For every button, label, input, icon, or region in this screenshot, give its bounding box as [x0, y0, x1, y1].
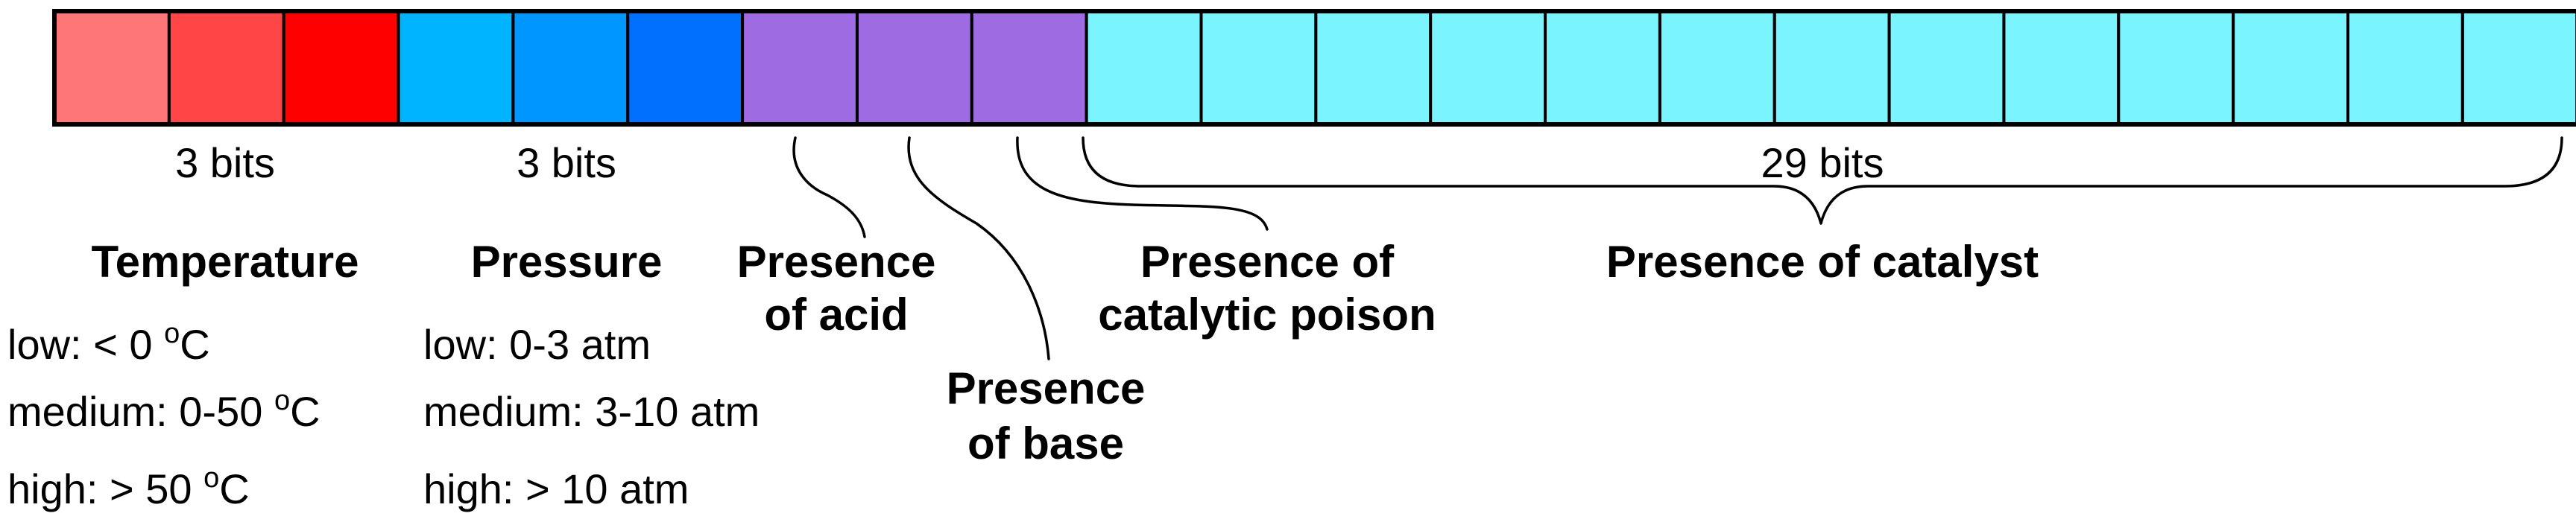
poison-connector — [1016, 136, 1269, 231]
catalyst-cell-5 — [1544, 10, 1661, 126]
catalyst-bits-label: 29 bits — [1761, 139, 1884, 186]
bit-cell-strip — [53, 10, 2576, 126]
poison-title-line-2: catalytic poison — [1098, 290, 1436, 340]
acid-title-line-1: Presence — [737, 237, 936, 287]
pressure-title: Pressure — [471, 237, 663, 287]
catalyst-cell-3 — [1314, 10, 1433, 126]
temperature-cell-3 — [282, 10, 400, 126]
strip-frame — [52, 9, 2576, 127]
base-connector — [907, 136, 1050, 360]
base-cell — [855, 10, 973, 126]
pressure-bits-label: 3 bits — [517, 139, 616, 186]
acid-connector — [792, 136, 866, 238]
catalyst-cell-2 — [1199, 10, 1318, 126]
temperature-row-high: high: > 50 oC — [7, 462, 250, 512]
temperature-cell-2 — [167, 10, 285, 126]
temperature-title: Temperature — [91, 237, 359, 287]
catalyst-title: Presence of catalyst — [1606, 237, 2039, 287]
catalyst-cell-8 — [1887, 10, 2006, 126]
acid-cell — [741, 10, 859, 126]
temperature-row-medium: medium: 0-50 oC — [7, 385, 321, 435]
pressure-cell-3 — [626, 10, 745, 126]
pressure-row-low: low: 0-3 atm — [423, 321, 651, 368]
pressure-row-medium: medium: 3-10 atm — [423, 388, 760, 435]
catalyst-cell-11 — [2232, 10, 2349, 126]
catalyst-cell-13 — [2460, 10, 2576, 126]
poison-cell — [970, 10, 1088, 126]
catalyst-cell-9 — [2002, 10, 2121, 126]
temperature-cell-1 — [53, 10, 171, 126]
catalyst-cell-1 — [1085, 10, 1203, 126]
catalyst-cell-7 — [1772, 10, 1891, 126]
catalyst-cell-6 — [1658, 10, 1776, 126]
catalyst-brace — [1082, 136, 2563, 225]
pressure-row-high: high: > 10 atm — [423, 465, 689, 512]
catalyst-cell-4 — [1429, 10, 1547, 126]
poison-title-line-1: Presence of — [1140, 237, 1395, 287]
catalyst-cell-12 — [2346, 10, 2464, 126]
base-title-line-2: of base — [967, 419, 1124, 468]
temperature-bits-label: 3 bits — [175, 139, 275, 186]
pressure-cell-1 — [397, 10, 515, 126]
pressure-cell-2 — [511, 10, 630, 126]
catalyst-cell-10 — [2117, 10, 2235, 126]
acid-title-line-2: of acid — [764, 290, 908, 340]
temperature-row-low: low: < 0 oC — [7, 318, 210, 368]
base-title-line-1: Presence — [947, 363, 1146, 413]
